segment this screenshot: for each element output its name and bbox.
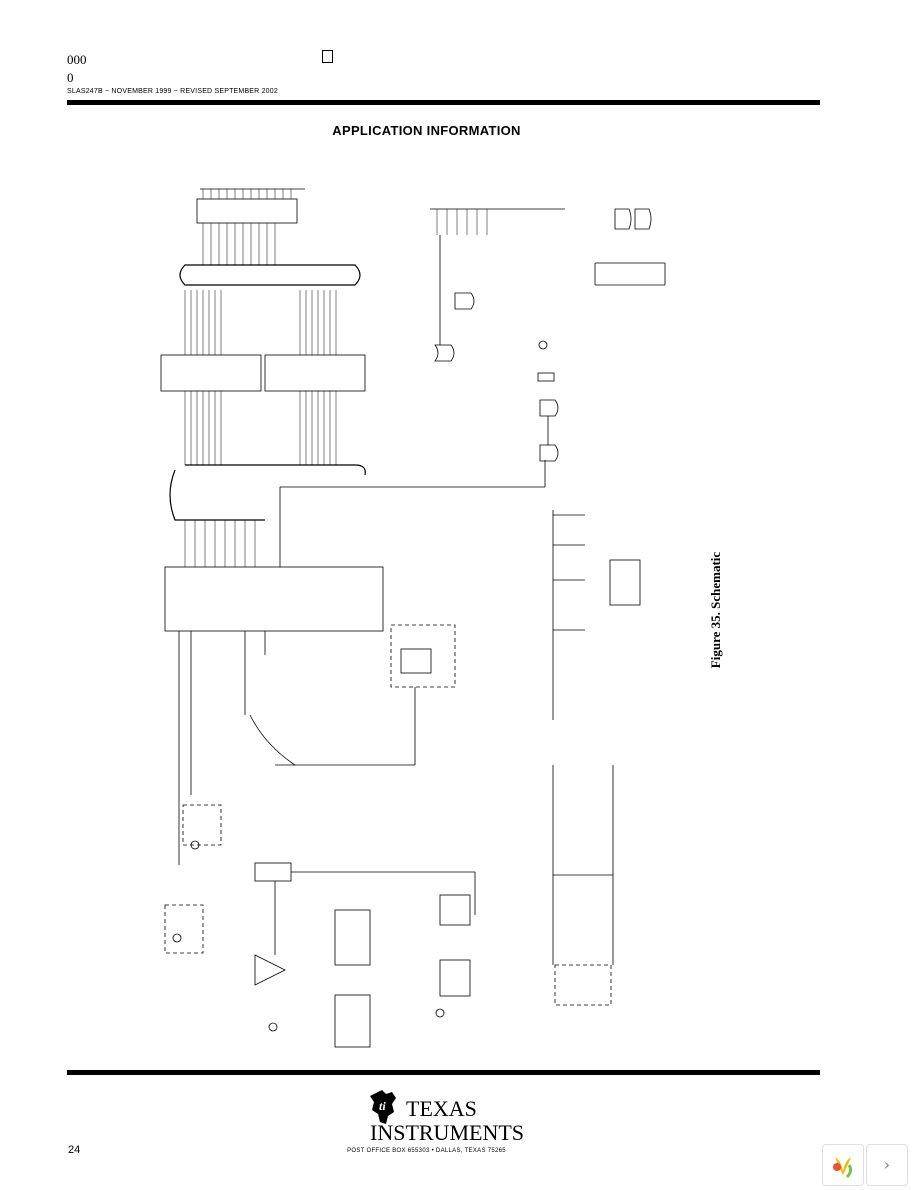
- viewer-app-logo[interactable]: [822, 1144, 864, 1186]
- header-line-1: 000: [67, 52, 87, 67]
- top-rule: [67, 100, 820, 105]
- document-reference: SLAS247B − NOVEMBER 1999 − REVISED SEPTE…: [67, 88, 278, 95]
- ti-state-icon: ti: [370, 1090, 396, 1124]
- texas-instruments-logo: ti TEXAS INSTRUMENTS: [370, 1090, 524, 1142]
- header-box: [322, 50, 333, 63]
- logo-text-texas: TEXAS: [406, 1096, 477, 1121]
- header-line-2: 0: [67, 70, 74, 85]
- bottom-rule: [67, 1070, 820, 1075]
- logo-text-instruments: INSTRUMENTS: [370, 1120, 524, 1142]
- figure-caption: Figure 35. Schematic: [706, 540, 723, 680]
- section-title: APPLICATION INFORMATION: [332, 123, 521, 138]
- svg-text:ti: ti: [379, 1099, 386, 1113]
- app-logo-icon: [833, 1157, 853, 1179]
- page-number: 24: [68, 1144, 81, 1156]
- next-page-button[interactable]: ›: [866, 1144, 908, 1186]
- figure-caption-text: Figure 35. Schematic: [708, 551, 723, 669]
- schematic-diagram: [160, 188, 666, 1048]
- footer-address: POST OFFICE BOX 655303 • DALLAS, TEXAS 7…: [347, 1148, 506, 1154]
